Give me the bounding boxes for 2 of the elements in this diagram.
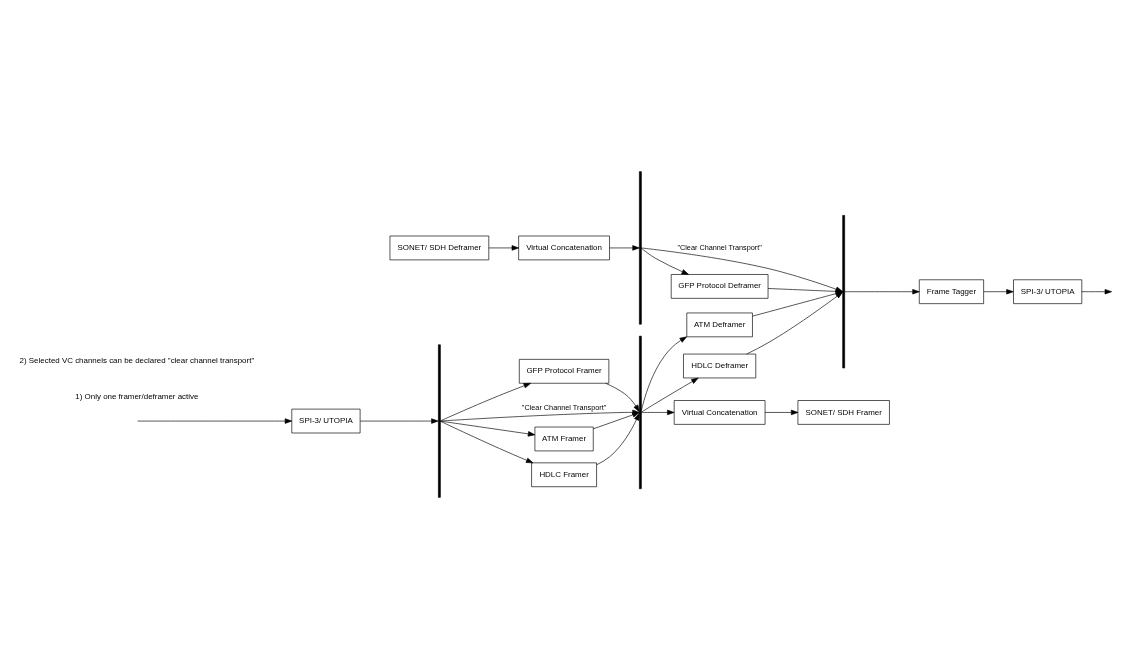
edge-label: "Clear Channel Transport": [677, 242, 762, 252]
edge-label: "Clear Channel Transport": [521, 402, 607, 412]
